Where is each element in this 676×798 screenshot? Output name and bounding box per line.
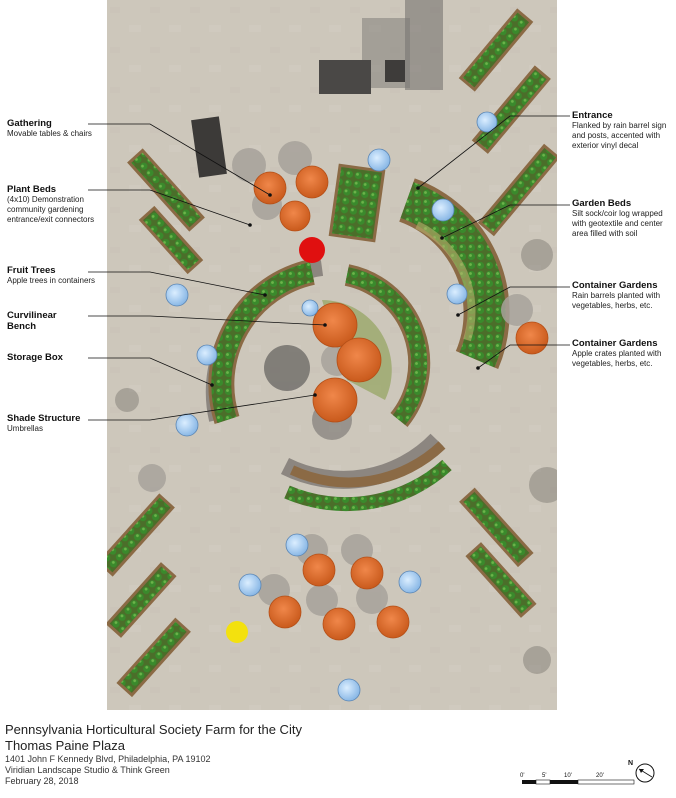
- label-garden-beds: Garden Beds Silt sock/coir log wrapped w…: [572, 198, 674, 239]
- umbrella: [279, 200, 311, 232]
- site-address: 1401 John F Kennedy Blvd, Philadelphia, …: [5, 754, 211, 764]
- label-container-gardens-1-desc-2: vegetables, herbs, etc.: [572, 301, 653, 310]
- label-fruit-trees-title: Fruit Trees: [7, 265, 56, 276]
- label-entrance-title: Entrance: [572, 110, 613, 121]
- label-entrance-desc-3: exterior vinyl decal: [572, 141, 639, 150]
- title-block: Pennsylvania Horticultural Society Farm …: [5, 722, 302, 787]
- label-container-gardens-1-title: Container Gardens: [572, 280, 658, 291]
- label-container-gardens-2-title: Container Gardens: [572, 338, 658, 349]
- north-label: N: [628, 760, 633, 767]
- label-garden-beds-desc-3: area filled with soil: [572, 229, 638, 238]
- umbrella: [376, 605, 410, 639]
- label-bench-title-2: Bench: [7, 321, 37, 332]
- label-garden-beds-desc-1: Silt sock/coir log wrapped: [572, 209, 663, 218]
- plant-beds-bottom: [107, 487, 537, 698]
- label-plant-beds-desc-1: (4x10) Demonstration: [7, 195, 84, 204]
- label-container-gardens-1-desc-1: Rain barrels planted with: [572, 291, 661, 300]
- label-entrance: Entrance Flanked by rain barrel sign and…: [572, 110, 674, 151]
- north-arrow-icon: N: [628, 760, 655, 783]
- label-fruit-trees: Fruit Trees Apple trees in containers: [7, 265, 127, 286]
- inner-garden-ring: [208, 259, 452, 512]
- existing-structures: [319, 0, 443, 94]
- umbrella: [268, 595, 302, 629]
- label-plant-beds-title: Plant Beds: [7, 184, 57, 195]
- label-entrance-desc-1: Flanked by rain barrel sign: [572, 121, 667, 130]
- project-title: Pennsylvania Horticultural Society Farm …: [5, 722, 302, 737]
- label-plant-beds-desc-2: community gardening: [7, 205, 84, 214]
- red-accent-marker: [299, 237, 325, 263]
- label-shade-desc: Umbrellas: [7, 424, 44, 433]
- label-fruit-trees-desc: Apple trees in containers: [7, 276, 96, 285]
- scale-and-north: 0' 5' 10' 20' N: [520, 760, 655, 785]
- plan-date: February 28, 2018: [5, 776, 79, 786]
- label-container-gardens-2: Container Gardens Apple crates planted w…: [572, 338, 674, 369]
- garden-beds-curved: [398, 178, 510, 369]
- site-name: Thomas Paine Plaza: [5, 738, 125, 753]
- garden-bed-small: [328, 163, 386, 243]
- scale-tick-20: 20': [596, 773, 604, 779]
- label-gathering: Gathering Movable tables & chairs: [7, 118, 127, 139]
- umbrella: [515, 321, 549, 355]
- scale-tick-5: 5': [542, 773, 546, 779]
- label-shade: Shade Structure Umbrellas: [7, 413, 107, 434]
- umbrella: [336, 337, 382, 383]
- scale-tick-0: 0': [520, 773, 524, 779]
- site-plan: [107, 0, 557, 710]
- label-storage-title: Storage Box: [7, 352, 63, 363]
- label-plant-beds: Plant Beds (4x10) Demonstration communit…: [7, 184, 127, 225]
- umbrella: [302, 553, 336, 587]
- umbrella: [312, 377, 358, 423]
- label-gathering-title: Gathering: [7, 118, 52, 129]
- label-bench-title-1: Curvilinear: [7, 310, 57, 321]
- label-container-gardens-1: Container Gardens Rain barrels planted w…: [572, 280, 674, 311]
- label-storage: Storage Box: [7, 352, 97, 363]
- scale-tick-10: 10': [564, 773, 572, 779]
- label-shade-title: Shade Structure: [7, 413, 81, 424]
- scale-bar: 0' 5' 10' 20': [520, 773, 635, 785]
- label-garden-beds-desc-2: with geotextile and center: [572, 219, 663, 228]
- label-garden-beds-title: Garden Beds: [572, 198, 632, 209]
- studio-credit: Viridian Landscape Studio & Think Green: [5, 765, 170, 775]
- label-bench: Curvilinear Bench: [7, 310, 87, 332]
- label-entrance-desc-2: and posts, accented with: [572, 131, 661, 140]
- label-gathering-desc: Movable tables & chairs: [7, 129, 92, 138]
- yellow-accent-marker: [226, 621, 248, 643]
- umbrella: [253, 171, 287, 205]
- label-plant-beds-desc-3: entrance/exit connectors: [7, 215, 95, 224]
- label-container-gardens-2-desc-2: vegetables, herbs, etc.: [572, 359, 653, 368]
- umbrella: [322, 607, 356, 641]
- umbrella: [350, 556, 384, 590]
- label-container-gardens-2-desc-1: Apple crates planted with: [572, 349, 662, 358]
- umbrella: [295, 165, 329, 199]
